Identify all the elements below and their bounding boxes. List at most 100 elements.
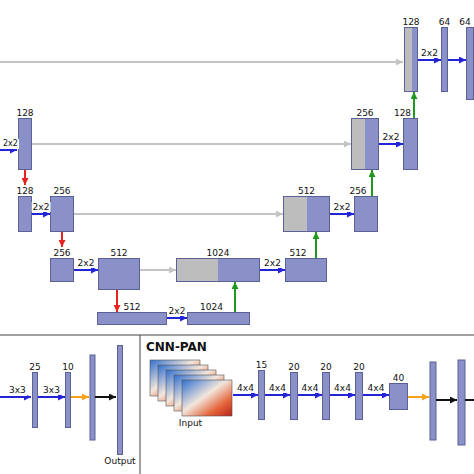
dense-arrow	[465, 399, 474, 401]
conv-arrow	[418, 59, 441, 61]
panel-divider	[0, 335, 474, 336]
downsample-arrow	[24, 170, 26, 185]
channel-count: 512	[298, 186, 315, 196]
channel-count: 128	[394, 108, 411, 118]
kernel-label: 4x4	[236, 383, 255, 393]
conv-arrow	[330, 394, 355, 396]
conv-arrow	[74, 269, 98, 271]
channel-count: 512	[110, 248, 127, 258]
channel-count: 20	[288, 362, 299, 372]
feature-map: 20	[290, 372, 298, 420]
feature-map: 512	[283, 196, 330, 232]
kernel-label: 4x4	[301, 383, 320, 393]
channel-count: 64	[439, 17, 450, 27]
feature-map: 128	[403, 118, 418, 170]
upsample-arrow	[315, 232, 317, 258]
skip-arrow	[140, 269, 176, 271]
channel-count: 256	[53, 186, 70, 196]
skip-arrow	[74, 213, 283, 215]
conv-arrow	[298, 394, 322, 396]
feature-map: 15	[258, 370, 265, 420]
dense-layer	[458, 360, 465, 445]
feature-map: 10	[65, 372, 71, 428]
feature-map: 1024	[187, 312, 250, 325]
channel-count: 128	[16, 108, 33, 118]
conv-arrow	[448, 59, 466, 61]
channel-count: 256	[356, 108, 373, 118]
channel-count: 512	[123, 302, 140, 312]
feature-map: 64	[441, 27, 448, 92]
kernel-label: 3x3	[8, 385, 27, 396]
feature-map: 512	[97, 312, 167, 325]
kernel-label: 2x2	[333, 202, 352, 212]
conv-arrow	[167, 317, 187, 319]
channel-count: 10	[62, 362, 73, 372]
channel-count: 15	[256, 360, 267, 370]
feature-map: 1024	[176, 258, 260, 282]
kernel-label: 3x3	[42, 385, 61, 395]
feature-map: 25	[32, 372, 38, 428]
conv-arrow	[330, 213, 354, 215]
kernel-label: 2x2	[420, 48, 439, 58]
feature-map: 256	[354, 196, 378, 232]
channel-count: 256	[53, 248, 70, 258]
flatten-arrow	[71, 396, 89, 398]
feature-map: 512	[98, 258, 140, 290]
kernel-label: 4x4	[268, 383, 287, 393]
dense-layer	[430, 362, 436, 440]
conv-arrow	[260, 269, 285, 271]
feature-map: 20	[355, 372, 363, 420]
upsample-arrow	[413, 92, 415, 118]
kernel-label: 2x2	[382, 132, 401, 142]
conv-arrow	[379, 143, 403, 145]
conv-arrow	[0, 396, 31, 398]
conv-arrow	[363, 394, 389, 396]
conv-arrow	[38, 396, 65, 398]
downsample-arrow	[116, 290, 118, 312]
kernel-label: 2x2	[168, 306, 187, 316]
input-maps	[150, 360, 232, 416]
input-stack: Input	[148, 358, 233, 416]
conv-arrow	[233, 394, 258, 396]
feature-map: Output	[117, 345, 123, 455]
channel-count: 256	[349, 186, 366, 196]
flatten-arrow	[408, 396, 429, 398]
kernel-label: 2x2	[2, 139, 19, 149]
panel-title: CNN-PAN	[145, 340, 208, 354]
dense-arrow	[95, 396, 116, 398]
kernel-label: 2x2	[77, 258, 96, 268]
conv-arrow	[0, 149, 17, 151]
dense-arrow	[436, 399, 457, 401]
skip-arrow	[32, 143, 351, 145]
layer-caption: Input	[179, 418, 202, 428]
channel-count: 128	[402, 17, 419, 27]
feature-map: 256	[50, 258, 74, 282]
feature-map: 512	[285, 258, 327, 282]
feature-map: 128	[18, 118, 32, 170]
feature-map: 20	[322, 372, 330, 420]
channel-count: 64	[459, 17, 470, 27]
upsample-arrow	[371, 170, 373, 196]
channel-count: 1024	[207, 248, 230, 258]
kernel-label: 2x2	[263, 258, 282, 268]
upsample-arrow	[234, 282, 236, 312]
channel-count: 128	[16, 186, 33, 196]
feature-map: 256	[351, 118, 379, 170]
input-map	[182, 380, 232, 416]
layer-caption: Output	[104, 456, 135, 466]
feature-map: 64	[466, 27, 474, 100]
dense-layer	[90, 355, 95, 440]
channel-count: 20	[320, 362, 331, 372]
kernel-label: 4x4	[333, 383, 352, 393]
panel-divider	[140, 335, 141, 474]
conv-arrow	[32, 213, 50, 215]
conv-arrow	[265, 394, 290, 396]
kernel-label: 2x2	[32, 202, 51, 212]
feature-map: 128	[18, 196, 32, 232]
channel-count: 20	[353, 362, 364, 372]
channel-count: 1024	[200, 302, 223, 312]
skip-arrow	[0, 61, 403, 63]
channel-count: 512	[289, 248, 306, 258]
